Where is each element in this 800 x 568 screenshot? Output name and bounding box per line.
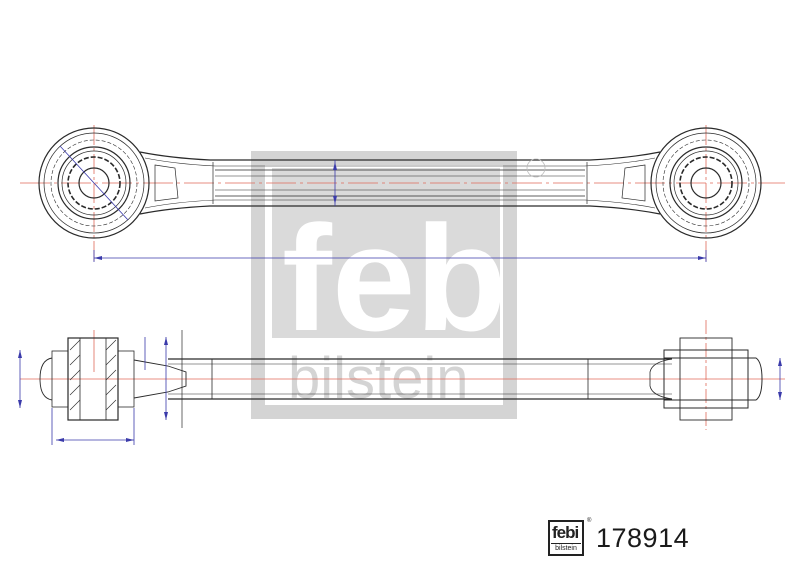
part-number: 178914 xyxy=(596,522,690,553)
top-view xyxy=(20,125,785,262)
footer: febi bilstein ® 178914 xyxy=(548,518,690,556)
logo-main-text: febi xyxy=(552,523,579,542)
watermark-brand-main: febi xyxy=(282,194,549,362)
watermark-brand-sub: bilstein xyxy=(288,346,469,411)
side-view xyxy=(18,320,785,445)
registered-mark: ® xyxy=(587,518,592,524)
brand-logo: febi bilstein ® xyxy=(548,518,591,556)
logo-sub-text: bilstein xyxy=(551,543,581,553)
